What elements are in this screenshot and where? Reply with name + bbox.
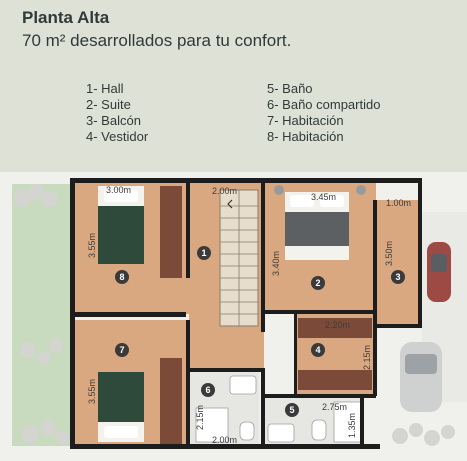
- room-marker-1: 1: [197, 246, 211, 260]
- legend-item: 1- Hall: [86, 81, 124, 96]
- dim-hall-width: 2.00m: [212, 186, 237, 196]
- svg-text:1: 1: [201, 248, 206, 258]
- header-panel: Planta Alta 70 m² desarrollados para tu …: [0, 0, 467, 172]
- svg-text:4: 4: [315, 345, 320, 355]
- svg-text:7: 7: [119, 345, 124, 355]
- bath-6-fixtures: [195, 375, 257, 443]
- svg-text:3: 3: [395, 272, 400, 282]
- dim-balcony-height: 3.50m: [384, 241, 394, 266]
- dim-bath6-width: 2.00m: [212, 435, 237, 445]
- dim-closet-width: 2.20m: [325, 320, 350, 330]
- legend-item: 6- Baño compartido: [267, 97, 381, 112]
- hall-lower-floor: [189, 332, 264, 372]
- dim-bath6-height: 2.15m: [195, 405, 205, 430]
- car-silver-window: [405, 354, 437, 374]
- room-marker-7: 7: [115, 343, 129, 357]
- closet-shelf-bottom: [298, 370, 372, 390]
- stair-arrow: [227, 199, 233, 209]
- room-marker-4: 4: [311, 343, 325, 357]
- bed-room-7: [98, 372, 144, 442]
- legend-item: 5- Baño: [267, 81, 313, 96]
- svg-text:2: 2: [315, 278, 320, 288]
- car-silver: [400, 342, 442, 412]
- walls: [70, 178, 422, 449]
- legend-item: 2- Suite: [86, 97, 131, 112]
- legend-right: 5- Baño 6- Baño compartido 7- Habitación…: [267, 81, 380, 145]
- dim-room7-height: 3.55m: [87, 379, 97, 404]
- bed-room-8: [98, 186, 144, 264]
- svg-text:6: 6: [205, 385, 210, 395]
- floor-plan-drawing: 3.00m 3.55m 2.00m 3.45m 3.40m 1.00m 3.50…: [0, 172, 467, 461]
- dim-suite-height: 3.40m: [271, 251, 281, 276]
- svg-text:5: 5: [289, 405, 294, 415]
- dim-suite-width: 3.45m: [311, 192, 336, 202]
- room-marker-5: 5: [285, 403, 299, 417]
- bath-5-fixtures: [267, 401, 363, 443]
- shrubs: [13, 184, 455, 446]
- room-marker-8: 8: [115, 270, 129, 284]
- wardrobe-room-7: [160, 358, 182, 444]
- dim-room8-height: 3.55m: [87, 233, 97, 258]
- legend-left: 1- Hall 2- Suite 3- Balcón 4- Vestidor: [86, 81, 148, 145]
- dim-balcony-width: 1.00m: [386, 198, 411, 208]
- wardrobe-room-8: [160, 186, 182, 278]
- legend-item: 4- Vestidor: [86, 129, 149, 144]
- car-red-window: [431, 254, 447, 272]
- garden-area: [12, 184, 72, 446]
- floor-plan: 3.00m 3.55m 2.00m 3.45m 3.40m 1.00m 3.50…: [0, 172, 467, 461]
- dim-closet-height: 2.15m: [362, 345, 372, 370]
- dim-bath5-height: 1.35m: [347, 413, 357, 438]
- legend-item: 7- Habitación: [267, 113, 344, 128]
- dim-bath5-width: 2.75m: [322, 402, 347, 412]
- page-title: Planta Alta: [22, 8, 110, 27]
- page-subtitle: 70 m² desarrollados para tu confort.: [22, 31, 292, 50]
- closet-shelf-top: [298, 318, 372, 338]
- dim-room8-width: 3.00m: [106, 185, 131, 195]
- stair-steps: [220, 190, 258, 326]
- bed-suite: [274, 185, 366, 260]
- room-marker-2: 2: [311, 276, 325, 290]
- room-marker-6: 6: [201, 383, 215, 397]
- legend-item: 3- Balcón: [86, 113, 141, 128]
- room-marker-3: 3: [391, 270, 405, 284]
- balcony-floor: [376, 200, 418, 326]
- legend-item: 8- Habitación: [267, 129, 344, 144]
- svg-text:8: 8: [119, 272, 124, 282]
